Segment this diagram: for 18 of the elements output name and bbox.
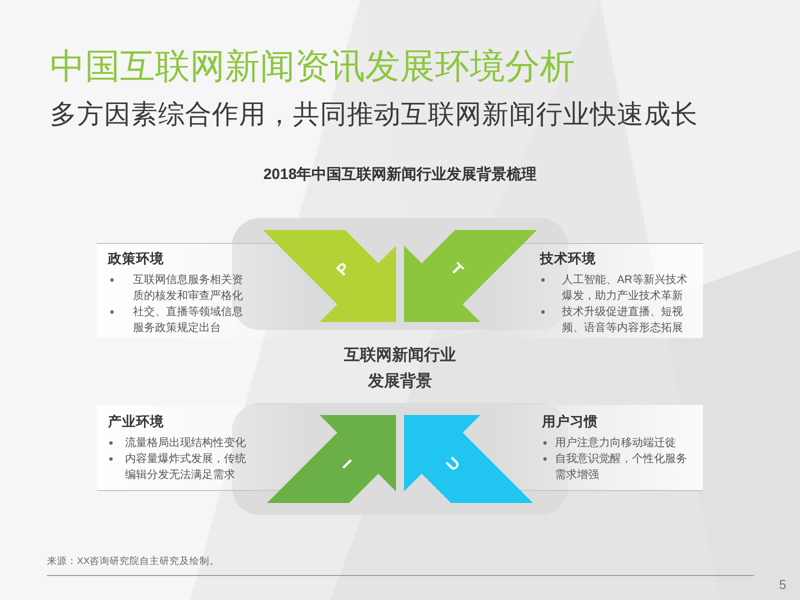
bullet-text: 流量格局出现结构性变化	[125, 436, 247, 451]
panel-heading: 产业环境	[108, 413, 165, 431]
page-number: 5	[779, 577, 786, 593]
bullet-text: 互联网信息服务相关资质的核发和审查严格化	[133, 272, 244, 304]
bullet-text: 自我意识觉醒，个性化服务需求增强	[555, 452, 688, 483]
panel-heading: 技术环境	[540, 250, 597, 268]
subtitle: 多方因素综合作用，共同推动互联网新闻行业快速成长	[50, 98, 698, 130]
bullet-text: 内容量爆炸式发展，传统编辑分发无法满足需求	[125, 452, 247, 483]
panel-heading: 政策环境	[108, 250, 165, 268]
bullet-text: 用户注意力向移动端迁徙	[555, 436, 677, 451]
bullet-text: 人工智能、AR等新兴技术爆发，助力产业技术革新	[562, 272, 688, 304]
center-label: 互联网新闻行业发展背景	[343, 345, 457, 392]
source-note: 来源：XX咨询研究院自主研究及绘制。	[47, 556, 220, 568]
bullet-text: 技术升级促进直播、短视频、语音等内容形态拓展	[562, 305, 684, 336]
bullet-text: 社交、直播等领域信息服务政策规定出台	[133, 304, 244, 336]
chart-heading: 2018年中国互联网新闻行业发展背景梳理	[263, 165, 537, 185]
panel-heading: 用户习惯	[542, 413, 599, 431]
title: 中国互联网新闻资讯发展环境分析	[50, 46, 575, 88]
